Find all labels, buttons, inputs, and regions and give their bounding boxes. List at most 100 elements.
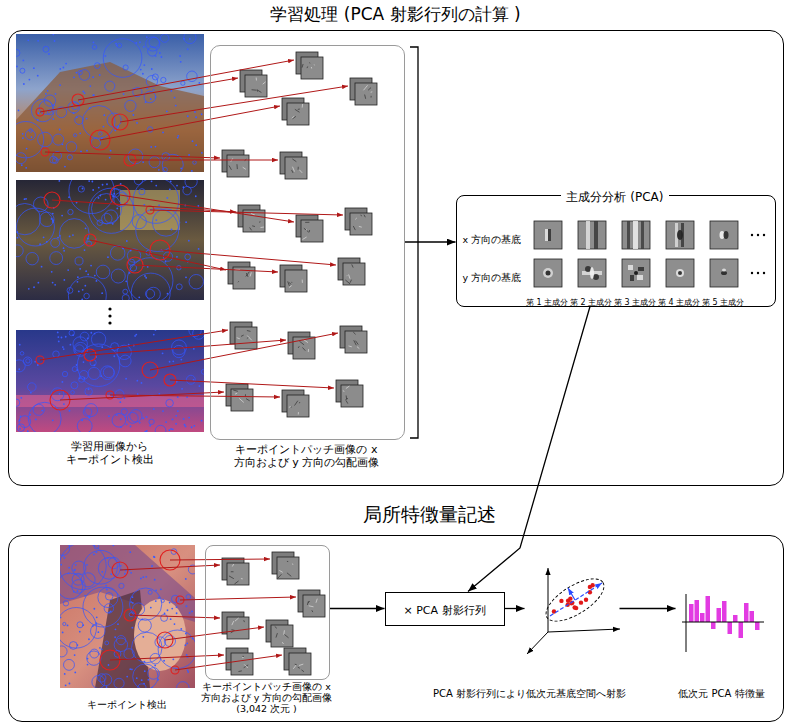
keypoint-dot xyxy=(145,431,147,432)
keypoint-dot xyxy=(167,609,169,611)
keypoint-circle xyxy=(160,34,168,42)
patch-texture xyxy=(247,336,252,341)
keypoint-circle xyxy=(51,238,60,247)
keypoint-dot xyxy=(101,571,103,573)
basis-pattern xyxy=(641,221,644,249)
keypoint-circle xyxy=(62,371,67,376)
keypoint-circle xyxy=(77,419,92,432)
keypoint-dot xyxy=(92,94,94,96)
patch-texture xyxy=(368,88,371,91)
patch-texture xyxy=(298,167,299,170)
keypoint-dot xyxy=(174,97,176,99)
keypoint-circle xyxy=(20,352,24,356)
basis-tile-ground xyxy=(534,259,562,287)
patch-texture xyxy=(233,390,238,391)
keypoint-dot xyxy=(52,213,54,215)
keypoint-circle xyxy=(94,545,99,549)
keypoint-dot xyxy=(129,272,131,274)
patch-texture xyxy=(236,164,237,169)
keypoint-circle xyxy=(33,404,44,415)
keypoint-dot xyxy=(20,397,22,399)
patch-pair xyxy=(222,612,249,639)
process-box: × PCA 射影行列 xyxy=(385,592,505,626)
patch-texture xyxy=(259,221,260,222)
patch-texture xyxy=(371,91,373,92)
patch-texture xyxy=(343,390,344,392)
patch-pair xyxy=(340,326,367,353)
keypoint-dot xyxy=(62,346,64,348)
patch-texture xyxy=(241,335,244,336)
patch-pair xyxy=(280,152,307,179)
gradient-patch xyxy=(231,389,253,411)
plot-axis xyxy=(686,594,687,652)
keypoint-dot xyxy=(142,73,144,75)
patch-pair xyxy=(298,590,325,617)
keypoint-dot xyxy=(20,416,22,418)
keypoint-dot xyxy=(59,84,61,86)
ellipsis-dot xyxy=(108,314,111,317)
patch-pair xyxy=(296,52,323,79)
ellipsis-dot xyxy=(751,272,753,274)
patch-caption: キーポイントパッチ画像の x 方向および y 方向の勾配画像 xyxy=(227,443,387,469)
data-point xyxy=(579,600,583,604)
keypoint-dot xyxy=(86,150,88,152)
keypoint-dot xyxy=(150,146,152,148)
keypoint-dot xyxy=(99,195,101,197)
basis-tile-ground xyxy=(578,221,606,249)
keypoint-dot xyxy=(186,654,188,656)
keypoint-dot xyxy=(75,564,77,566)
basis-tile xyxy=(622,221,650,249)
keypoint-circle xyxy=(133,603,145,615)
basis-tile xyxy=(622,259,650,287)
plot-axis xyxy=(682,622,764,623)
keypoint-circle xyxy=(152,209,179,236)
keypoint-dot xyxy=(101,346,103,348)
patch-texture xyxy=(246,273,248,277)
patch-texture xyxy=(250,227,252,230)
keypoint-dot xyxy=(87,658,89,660)
keypoint-dot xyxy=(91,181,93,183)
keypoint-circle xyxy=(133,180,179,223)
keypoint-dot xyxy=(76,644,78,646)
keypoint-dot xyxy=(17,231,19,233)
patch-texture xyxy=(299,664,303,665)
keypoint-dot xyxy=(22,133,24,135)
keypoint-dot xyxy=(55,93,57,95)
text-slot: 主成分分析 (PCA) xyxy=(505,186,725,205)
keypoint-dot xyxy=(143,64,145,66)
keypoint-circle xyxy=(107,113,121,127)
keypoint-dot xyxy=(138,296,140,298)
keypoint-circle xyxy=(185,254,191,260)
patch-texture xyxy=(302,64,303,68)
patch-texture xyxy=(346,275,348,277)
keypoint-dot xyxy=(37,119,39,121)
feature-bar xyxy=(728,622,733,634)
patch-pair xyxy=(222,150,249,177)
keypoint-dot xyxy=(165,421,167,423)
keypoint-circle xyxy=(164,635,175,646)
distribution-ellipse xyxy=(540,571,611,630)
keypoint-dot xyxy=(128,344,130,346)
keypoint-dot xyxy=(41,266,43,268)
keypoint-dot xyxy=(155,219,157,221)
keypoint-dot xyxy=(95,622,97,624)
keypoint-dot xyxy=(112,195,114,197)
gradient-patch xyxy=(227,617,249,639)
gradient-patch xyxy=(350,213,372,235)
keypoint-dot xyxy=(188,240,190,242)
keypoint-circle xyxy=(78,186,84,192)
keypoint-dot xyxy=(108,664,110,666)
keypoint-circle xyxy=(186,375,195,384)
patch-texture xyxy=(309,62,311,64)
keypoint-dot xyxy=(191,610,193,612)
patch-texture xyxy=(246,272,250,277)
bar-chart xyxy=(682,594,764,652)
keypoint-dot xyxy=(194,111,196,113)
patch-texture xyxy=(256,78,257,81)
training-photo xyxy=(16,330,204,432)
patch-texture xyxy=(345,280,350,284)
keypoint-dot xyxy=(179,55,181,57)
keypoint-circle xyxy=(16,49,20,56)
basis-pattern xyxy=(628,265,633,270)
keypoint-circle xyxy=(114,678,124,688)
